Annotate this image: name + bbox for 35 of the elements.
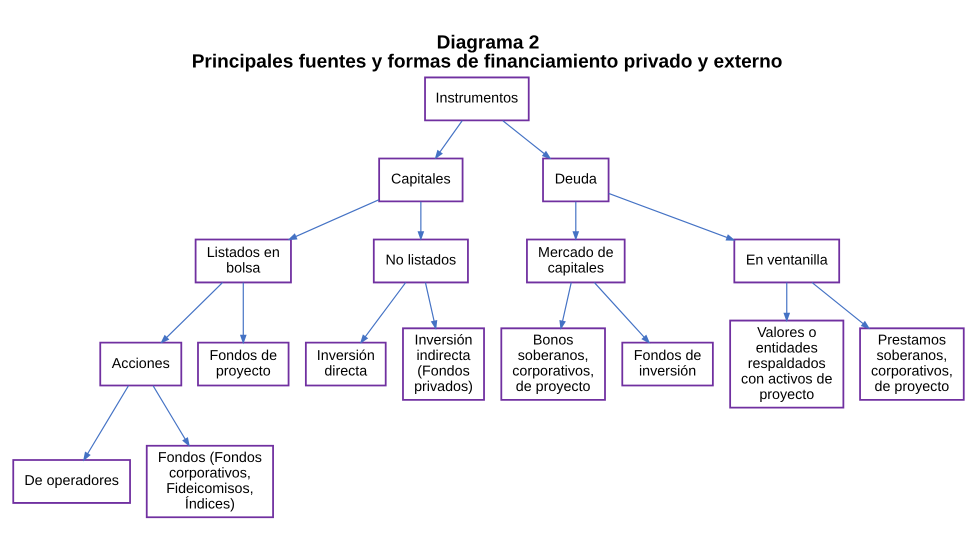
node-box: No listados: [372, 238, 469, 283]
node-box: Inversión directa: [304, 341, 387, 386]
node-box: Bonos soberanos, corporativos, de proyecto: [500, 326, 606, 400]
arrow: [434, 120, 463, 159]
arrow: [559, 282, 572, 330]
node-box: Deuda: [542, 157, 610, 202]
node-box: Valores o entidades respaldados con activos de proyecto: [729, 319, 844, 408]
node-box: Fondos de proyecto: [197, 341, 290, 386]
arrow: [812, 282, 870, 329]
arrow: [160, 282, 223, 344]
diagram-title: Diagrama 2: [436, 32, 540, 54]
arrow: [594, 282, 650, 344]
node-box: Listados en bolsa: [194, 238, 292, 283]
arrow: [82, 385, 129, 461]
arrow: [287, 198, 380, 240]
arrow: [572, 201, 580, 240]
node-box: De operadores: [12, 458, 131, 504]
node-box: Prestamos soberanos, corporativos, de proyecto: [859, 326, 965, 400]
node-box: Mercado de capitales: [526, 238, 626, 283]
arrow: [152, 385, 190, 446]
node-box: Fondos de inversión: [621, 341, 714, 386]
node-box: Acciones: [99, 341, 182, 386]
arrow: [418, 201, 424, 240]
arrow: [424, 282, 438, 330]
arrow: [783, 282, 790, 322]
arrow: [608, 192, 736, 240]
node-box: Capitales: [378, 157, 464, 202]
arrow: [240, 282, 247, 344]
node-box: Inversión indirecta (Fondos privados): [402, 326, 485, 400]
arrow: [502, 120, 552, 159]
node-box: Fondos (Fondos corporativos, Fideicomisos, Índices): [146, 444, 274, 518]
node-box: En ventanilla: [733, 238, 840, 283]
caption: Principales fuentes y formas de financiamiento privado y externo: [192, 51, 782, 72]
arrow: [360, 282, 406, 344]
node-box: Instrumentos: [424, 76, 530, 121]
